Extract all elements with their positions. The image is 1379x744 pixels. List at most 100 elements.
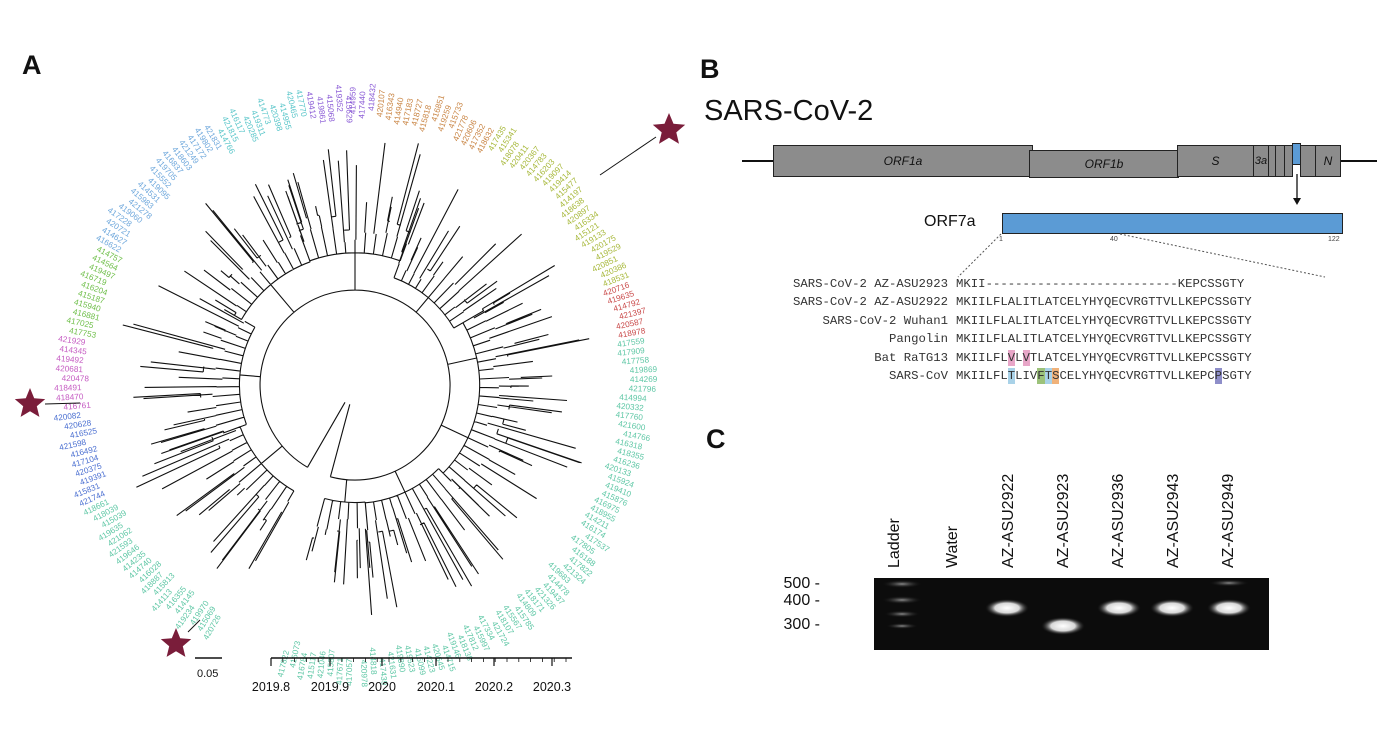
tip-label: 421929	[58, 334, 87, 347]
residue: E	[1192, 369, 1200, 383]
residue: K	[1185, 350, 1193, 365]
residue: Y	[1096, 332, 1104, 347]
residue: T	[1029, 350, 1038, 365]
orf7a-pos-122: 122	[1328, 236, 1340, 243]
residue: E	[1066, 350, 1075, 365]
residue: Y	[1081, 332, 1090, 347]
residue: T	[1155, 295, 1163, 310]
band-az-asu2923	[1041, 617, 1085, 635]
star-icon	[652, 113, 686, 144]
sequence-name: SARS-CoV-2 Wuhan1	[822, 313, 948, 328]
residue: R	[1133, 295, 1141, 310]
tip-label: 414818	[368, 647, 379, 675]
residue: G	[1140, 332, 1149, 347]
residue: Y	[1081, 295, 1090, 310]
residue: G	[1229, 313, 1237, 328]
sequence-residues: MKIILFLVLVTLATCELYHYQECVRGTTVLLKEPCSSGTY	[956, 349, 1252, 366]
residue: F	[992, 295, 1001, 310]
tip-label: 414959	[349, 87, 358, 115]
residue: K	[963, 350, 971, 365]
residue: Y	[1236, 277, 1245, 291]
residue: Q	[1103, 350, 1112, 365]
residue: L	[1074, 332, 1082, 347]
residue: E	[1111, 332, 1119, 347]
genome-title: SARS-CoV-2	[704, 95, 874, 127]
residue: C	[1199, 277, 1208, 291]
tip-label: 414345	[59, 344, 88, 356]
residue: L	[1170, 313, 1178, 328]
residue: I	[978, 332, 986, 347]
residue: A	[1044, 350, 1053, 365]
residue: T	[1148, 350, 1156, 365]
residue: T	[1236, 350, 1245, 365]
residue: L	[1177, 369, 1186, 383]
residue: M	[956, 369, 964, 383]
panel-b-letter: B	[700, 54, 720, 84]
band-az-asu2943	[1150, 599, 1194, 617]
residue: P	[1199, 369, 1208, 383]
residue: V	[1162, 295, 1171, 310]
residue: L	[985, 295, 993, 310]
ladder-band-400	[882, 596, 922, 604]
tip-label: 415629	[344, 96, 354, 124]
tip-label: 420478	[62, 374, 90, 383]
residue: I	[970, 277, 979, 291]
residue: S	[1222, 295, 1230, 310]
residue: K	[963, 313, 971, 328]
residue: L	[1000, 350, 1008, 365]
residue: P	[1199, 350, 1208, 365]
residue: G	[1229, 369, 1237, 383]
residue: G	[1140, 350, 1149, 365]
residue: C	[1059, 350, 1067, 365]
residue: I	[978, 277, 986, 291]
residue: I	[970, 350, 979, 365]
star-pointer	[44, 402, 81, 405]
residue: K	[1185, 295, 1193, 310]
residue: L	[1170, 295, 1178, 310]
sequence-residues: MKIILFLALITLATCELYHYQECVRGTTVLLKEPCSSGTY	[956, 313, 1252, 329]
star-icon	[14, 388, 46, 417]
band-az-asu2922	[985, 599, 1029, 617]
residue: K	[963, 295, 971, 310]
sequence-residues: MKIILFLALITLATCELYHYQECVRGTTVLLKEPCSSGTY	[956, 294, 1252, 310]
residue: -	[1103, 277, 1112, 291]
tip-label: 420107	[375, 89, 387, 118]
residue: L	[985, 369, 993, 383]
residue: L	[1177, 332, 1186, 347]
residue: L	[1015, 295, 1023, 310]
ladder-band-300	[886, 623, 918, 629]
residue: G	[1140, 313, 1149, 328]
tip-label: 421796	[629, 384, 657, 394]
residue: T	[1236, 369, 1245, 383]
residue: E	[1066, 313, 1075, 328]
tip-label: 420628	[64, 418, 93, 431]
residue: T	[1155, 350, 1163, 365]
residue: -	[1140, 277, 1149, 291]
gene-s: S	[1177, 145, 1254, 177]
residue: L	[1074, 313, 1082, 328]
residue: L	[985, 350, 993, 365]
residue: Q	[1103, 332, 1112, 347]
tip-label: 417671	[335, 657, 345, 685]
residue: M	[956, 332, 964, 347]
residue: F	[992, 313, 1001, 328]
residue: P	[1199, 332, 1208, 347]
residue: Y	[1081, 369, 1090, 383]
residue: -	[1000, 277, 1008, 291]
size-500: 500 -	[783, 575, 820, 592]
residue: L	[985, 332, 993, 347]
residue: T	[1029, 313, 1038, 328]
sequence-residues: MKII--------------------------KEPCSSGTY	[956, 276, 1244, 292]
residue: Q	[1103, 295, 1112, 310]
residue: H	[1089, 313, 1097, 328]
tip-label: 416761	[63, 401, 91, 412]
panel-a-letter: A	[22, 50, 42, 80]
residue: C	[1059, 295, 1067, 310]
residue: S	[1222, 350, 1230, 365]
star-pointer	[187, 619, 201, 633]
tip-label: 417559	[617, 336, 646, 349]
residue: L	[1000, 295, 1008, 310]
residue: G	[1140, 295, 1149, 310]
residue: C	[1118, 332, 1126, 347]
